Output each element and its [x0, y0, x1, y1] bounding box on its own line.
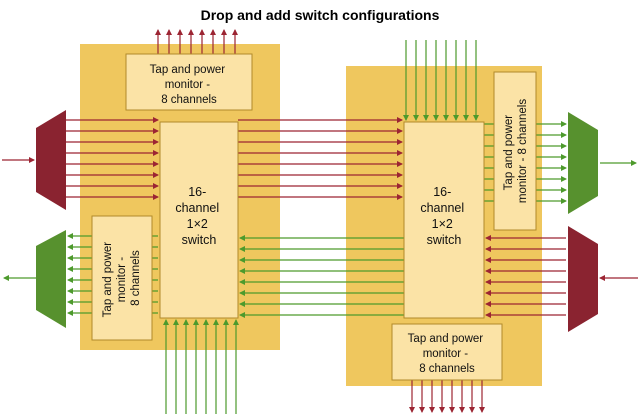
right-tap-bottom-label: Tap and power monitor - 8 channels — [408, 333, 487, 375]
left-switch-box — [159, 121, 239, 319]
left-tap-top-label: Tap and power monitor - 8 channels — [150, 64, 229, 106]
left-tap-top-box — [125, 53, 253, 111]
left-tap-side-box — [91, 215, 153, 341]
right-tap-side-label: Tap and power monitor - 8 channels — [503, 99, 529, 203]
right-switch-label: 16- channel 1×2 switch — [420, 185, 467, 247]
left-tap-side-label: Tap and power monitor - 8 channels — [102, 239, 142, 318]
left-demux-red — [36, 110, 66, 210]
right-switch-box — [403, 121, 485, 319]
diagram-title: Drop and add switch configurations — [201, 7, 440, 23]
right-tap-bottom-box — [391, 323, 503, 381]
left-mux-green — [36, 230, 66, 328]
right-tap-side-box — [493, 71, 537, 231]
right-mux-green — [568, 112, 598, 214]
left-switch-label: 16- channel 1×2 switch — [175, 185, 222, 247]
right-demux-red — [568, 226, 598, 332]
